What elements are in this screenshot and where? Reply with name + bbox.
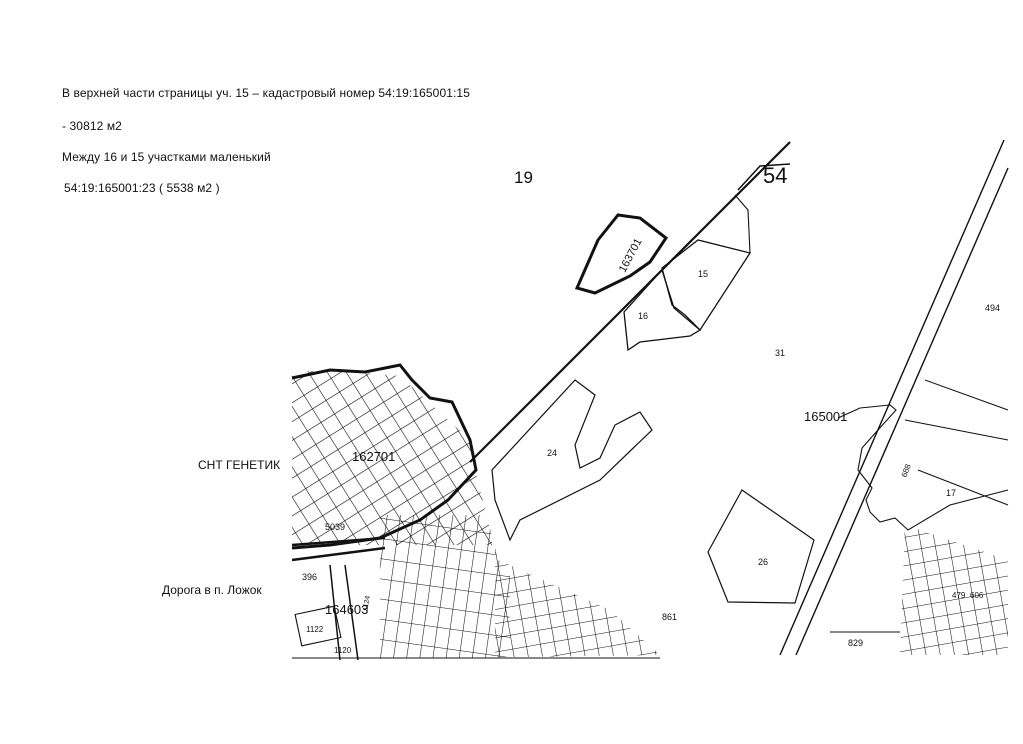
- parcel-15-extra-border: [734, 194, 751, 254]
- parcel-861-label: 861: [662, 612, 677, 622]
- parcel-829-label: 829: [848, 638, 863, 648]
- region-19-label: 19: [514, 168, 533, 187]
- region-54-label: 54: [763, 163, 787, 188]
- snt-label: СНТ ГЕНЕТИК: [198, 458, 281, 472]
- parcel-26-outline: [707, 489, 815, 604]
- parcel-1122-label: 1122: [306, 625, 324, 634]
- parcel-16-outline: [623, 268, 702, 352]
- quarter-162701-label: 162701: [352, 449, 395, 464]
- road-label: Дорога в п. Ложок: [162, 583, 262, 597]
- parcel-1122-outline: [294, 605, 342, 647]
- railway-line-b: [795, 167, 1009, 656]
- parcel-606-label: 606: [970, 591, 984, 600]
- road-vertical: [329, 564, 359, 661]
- parcel-17-outline: [924, 379, 1009, 411]
- note-line-1: В верхней части страницы уч. 15 – кадаст…: [62, 86, 470, 100]
- parcel-15-outline: [661, 239, 752, 332]
- railway-line-a: [779, 139, 1005, 656]
- parcel-1124-label: 1124: [362, 595, 372, 611]
- road-lower-edge: [291, 546, 386, 562]
- quarter-163701-outline: [574, 213, 669, 295]
- parcel-494-label: 494: [985, 303, 1000, 313]
- parcel-688-label: 688: [900, 462, 913, 478]
- note-line-4: 54:19:165001:23 ( 5538 м2 ): [64, 181, 220, 195]
- parcel-26-label: 26: [758, 557, 768, 567]
- parcel-31-label: 31: [775, 348, 785, 358]
- snt-outline: [291, 363, 478, 550]
- quarter-165001-label: 165001: [804, 409, 847, 424]
- quarter-164603-label: 164603: [325, 602, 368, 617]
- note-line-3: Между 16 и 15 участками маленький: [62, 150, 271, 164]
- parcel-396-label: 396: [302, 572, 317, 582]
- parcel-494-divider: [904, 419, 1009, 441]
- parcel-1120-label: 1120: [334, 646, 352, 655]
- parcel-16-label: 16: [638, 311, 648, 321]
- parcel-24-outline: [491, 379, 653, 542]
- region-boundary-hook: [737, 163, 791, 191]
- parcel-17-divider: [917, 469, 1009, 506]
- parcel-5039-label: 5039: [325, 522, 345, 532]
- parcel-479-label: 479: [952, 591, 966, 600]
- parcel-15-label: 15: [698, 269, 708, 279]
- quarter-165001-boundary: [837, 404, 1009, 531]
- parcel-17-label: 17: [946, 488, 956, 498]
- parcel-24-label: 24: [547, 448, 557, 458]
- road-upper-edge: [291, 536, 386, 547]
- note-line-2: - 30812 м2: [62, 119, 122, 133]
- region-boundary-line: [469, 141, 791, 463]
